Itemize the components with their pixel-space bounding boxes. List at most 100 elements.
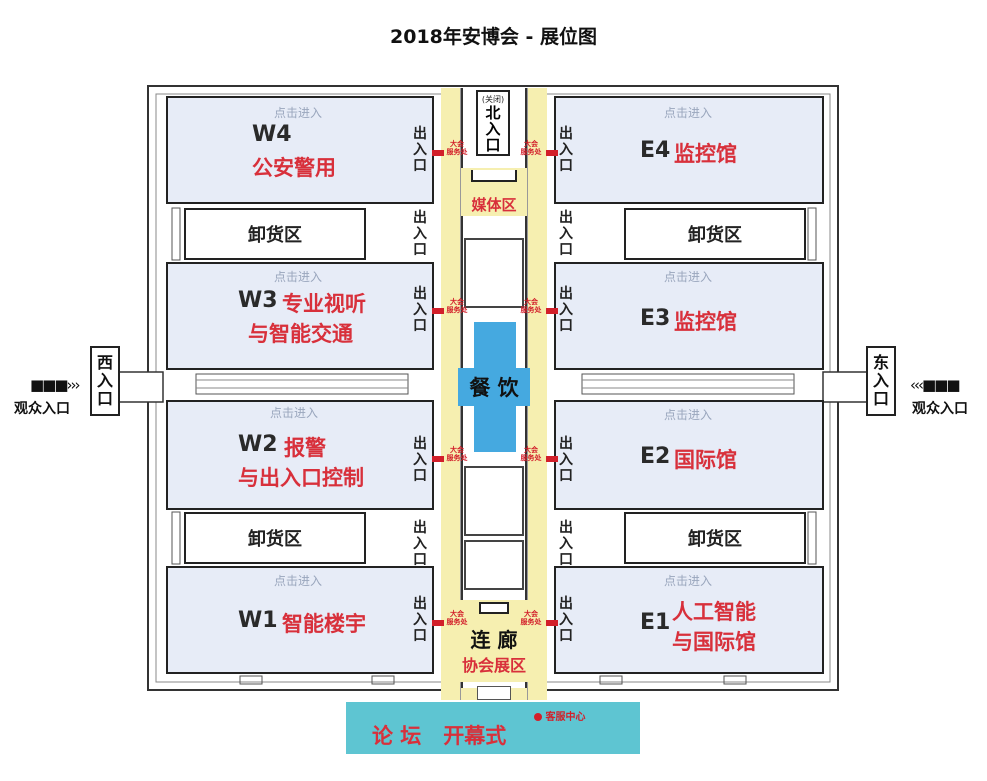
service-desk[interactable]: 大会服务处 bbox=[444, 610, 470, 626]
exit-label: 出入口 bbox=[559, 286, 573, 334]
hall-code: E3 bbox=[640, 306, 671, 331]
north-gate[interactable]: (关闭) 北入口 bbox=[476, 90, 510, 156]
service-desk-marker bbox=[546, 456, 558, 462]
location-dot-icon bbox=[534, 713, 542, 721]
click-to-enter-hint: 点击进入 bbox=[274, 270, 323, 284]
hall-e2[interactable]: 点击进入 E2 国际馆 bbox=[554, 400, 824, 510]
corridor-booth bbox=[464, 238, 524, 308]
click-to-enter-hint: 点击进入 bbox=[664, 270, 713, 284]
service-desk[interactable]: 大会服务处 bbox=[518, 446, 544, 462]
left-arrow-icon: ‹‹‹■■■ bbox=[910, 376, 960, 394]
north-gate-label: 北入口 bbox=[485, 104, 501, 154]
service-label: 服务处 bbox=[520, 618, 542, 626]
service-label: 服务处 bbox=[520, 306, 542, 314]
dining-area[interactable] bbox=[458, 322, 530, 452]
service-desk[interactable]: 大会服务处 bbox=[444, 298, 470, 314]
service-desk-marker bbox=[546, 620, 558, 626]
corridor-label: 连 廊 bbox=[470, 628, 518, 652]
hall-w1[interactable]: 点击进入 W1 智能楼宇 bbox=[166, 566, 434, 674]
exit-label: 出入口 bbox=[413, 210, 427, 258]
service-desk[interactable]: 大会服务处 bbox=[518, 140, 544, 156]
hall-code: W2 bbox=[238, 432, 278, 457]
hall-name: 国际馆 bbox=[674, 448, 737, 472]
exit-label: 出入口 bbox=[559, 520, 573, 568]
service-desk[interactable]: 大会服务处 bbox=[444, 140, 470, 156]
hall-name: 报警 bbox=[284, 436, 326, 460]
hall-e1[interactable]: 点击进入 E1 人工智能 与国际馆 bbox=[554, 566, 824, 674]
service-desk-marker bbox=[432, 456, 444, 462]
corridor-exhibit-zone[interactable]: 连 廊 协会展区 bbox=[441, 600, 547, 682]
unloading-area: 卸货区 bbox=[624, 208, 806, 260]
service-desk-marker bbox=[546, 150, 558, 156]
forum-label: 论 坛 开幕式 bbox=[372, 724, 507, 748]
service-label: 大会 bbox=[524, 446, 538, 454]
hall-name: 监控馆 bbox=[674, 142, 737, 166]
service-desk[interactable]: 大会服务处 bbox=[518, 610, 544, 626]
hall-name: 智能楼宇 bbox=[282, 612, 366, 636]
corridor-booth bbox=[464, 540, 524, 590]
hall-code: W1 bbox=[238, 608, 278, 633]
click-to-enter-hint: 点击进入 bbox=[664, 408, 713, 422]
exit-label: 出入口 bbox=[559, 210, 573, 258]
service-label: 服务处 bbox=[446, 454, 468, 462]
dining-label: 餐 饮 bbox=[469, 376, 519, 400]
service-label: 大会 bbox=[524, 298, 538, 306]
page-title: 2018年安博会 - 展位图 bbox=[390, 26, 597, 48]
customer-service-label: 客服中心 bbox=[545, 712, 586, 723]
service-desk-marker bbox=[432, 308, 444, 314]
click-to-enter-hint: 点击进入 bbox=[664, 106, 713, 120]
hall-w4[interactable]: 点击进入 W4 公安警用 bbox=[166, 96, 434, 204]
unloading-area: 卸货区 bbox=[184, 208, 366, 260]
hall-e4[interactable]: 点击进入 E4 监控馆 bbox=[554, 96, 824, 204]
hall-name-line2: 与国际馆 bbox=[672, 630, 756, 654]
service-label: 服务处 bbox=[520, 454, 542, 462]
exit-label: 出入口 bbox=[559, 596, 573, 644]
service-label: 大会 bbox=[524, 140, 538, 148]
hall-name: 监控馆 bbox=[674, 310, 737, 334]
service-label: 大会 bbox=[450, 610, 464, 618]
service-desk-marker bbox=[546, 308, 558, 314]
exit-label: 出入口 bbox=[413, 286, 427, 334]
hall-name: 专业视听 bbox=[282, 292, 366, 316]
hall-code: E2 bbox=[640, 444, 671, 469]
service-label: 服务处 bbox=[446, 148, 468, 156]
hall-code: W4 bbox=[252, 122, 292, 147]
exit-label: 出入口 bbox=[413, 596, 427, 644]
north-gate-note: (关闭) bbox=[481, 95, 505, 104]
hall-code: W3 bbox=[238, 288, 278, 313]
corridor-booth bbox=[464, 466, 524, 536]
service-desk[interactable]: 大会服务处 bbox=[444, 446, 470, 462]
media-zone-label: 媒体区 bbox=[471, 196, 517, 214]
west-gate[interactable]: 西入口 bbox=[90, 346, 120, 416]
service-label: 大会 bbox=[450, 446, 464, 454]
customer-service[interactable]: 客服中心 bbox=[534, 708, 585, 723]
hall-name-line2: 与智能交通 bbox=[248, 322, 353, 346]
unloading-area: 卸货区 bbox=[184, 512, 366, 564]
visitor-entrance-east[interactable]: 观众入口 bbox=[912, 401, 968, 417]
hall-code: E1 bbox=[640, 610, 671, 635]
exit-label: 出入口 bbox=[413, 126, 427, 174]
forum-area[interactable]: 论 坛 开幕式 客服中心 bbox=[346, 702, 640, 754]
click-to-enter-hint: 点击进入 bbox=[270, 406, 319, 420]
service-desk-marker bbox=[432, 620, 444, 626]
exit-label: 出入口 bbox=[559, 436, 573, 484]
click-to-enter-hint: 点击进入 bbox=[274, 574, 323, 588]
hall-w2[interactable]: 点击进入 W2 报警 与出入口控制 bbox=[166, 400, 434, 510]
east-gate[interactable]: 东入口 bbox=[866, 346, 896, 416]
visitor-entrance-west[interactable]: 观众入口 bbox=[14, 401, 70, 417]
service-label: 服务处 bbox=[520, 148, 542, 156]
hall-e3[interactable]: 点击进入 E3 监控馆 bbox=[554, 262, 824, 370]
hall-w3[interactable]: 点击进入 W3 专业视听 与智能交通 bbox=[166, 262, 434, 370]
media-zone[interactable]: 媒体区 bbox=[461, 168, 527, 216]
exit-label: 出入口 bbox=[413, 436, 427, 484]
exit-label: 出入口 bbox=[413, 520, 427, 568]
south-passage bbox=[477, 686, 511, 700]
service-desk[interactable]: 大会服务处 bbox=[518, 298, 544, 314]
service-label: 大会 bbox=[450, 298, 464, 306]
service-label: 服务处 bbox=[446, 306, 468, 314]
west-gate-label: 西入口 bbox=[97, 353, 114, 408]
service-label: 大会 bbox=[450, 140, 464, 148]
east-gate-label: 东入口 bbox=[873, 353, 890, 408]
click-to-enter-hint: 点击进入 bbox=[274, 106, 323, 120]
